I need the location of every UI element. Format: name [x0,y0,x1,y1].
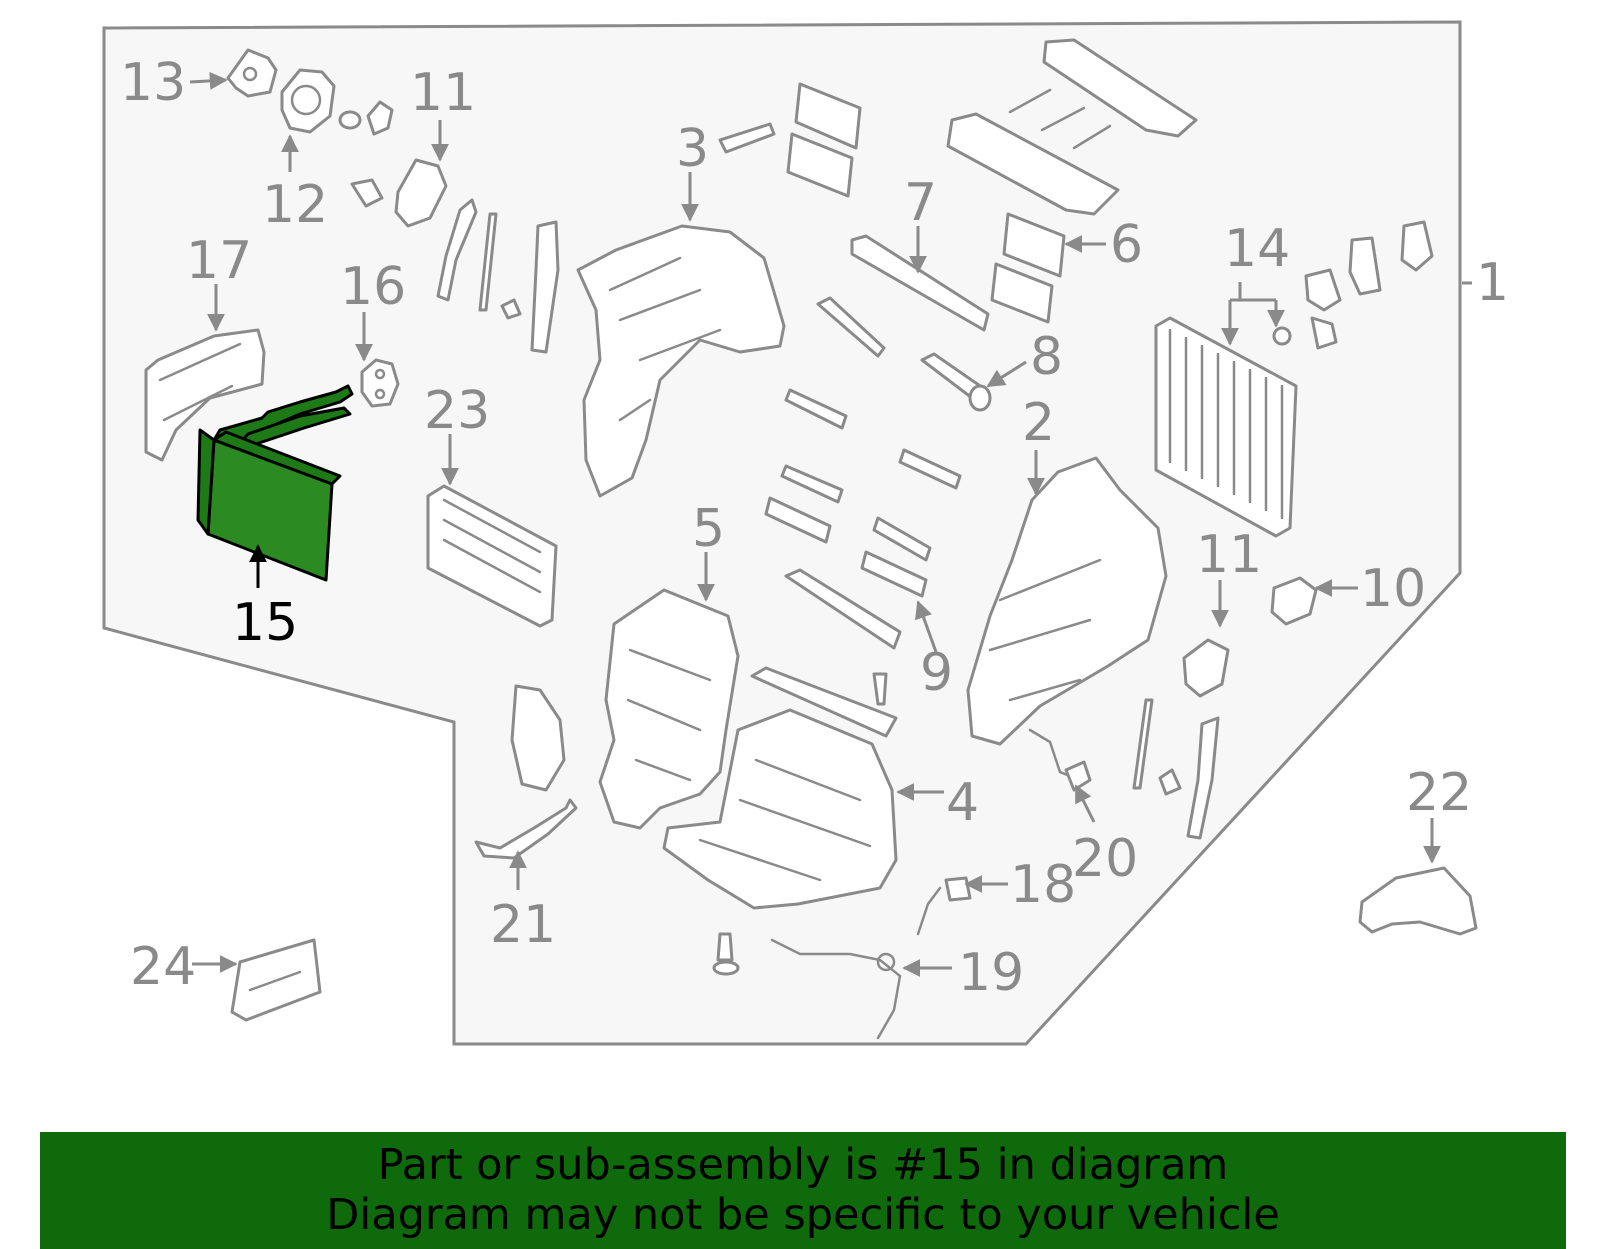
leader-arrows [189,71,1472,977]
part-16[interactable] [360,358,400,408]
callout-labels: 1 2 3 4 5 6 7 8 9 10 11 11 12 13 14 15 1… [120,53,1509,1003]
info-banner: Part or sub-assembly is #15 in diagram D… [40,1132,1566,1249]
part-23[interactable] [426,484,558,628]
doors-top [786,38,1198,216]
banner-line-2: Diagram may not be specific to your vehi… [326,1190,1280,1240]
part-22[interactable] [1358,866,1478,936]
callout-12: 12 [262,175,328,235]
part-8[interactable] [780,296,992,562]
callout-4: 4 [946,773,979,833]
part-6[interactable] [990,212,1066,324]
part-15-heater-core[interactable] [196,384,354,582]
part-2-case[interactable] [966,456,1168,746]
banner-line-1: Part or sub-assembly is #15 in diagram [377,1140,1229,1190]
part-5-case-lower[interactable] [598,588,740,830]
callout-19: 19 [958,943,1024,1003]
part-24[interactable] [230,938,322,1022]
callout-8: 8 [1030,327,1063,387]
callout-20: 20 [1072,829,1138,889]
part-3-case-upper[interactable] [576,122,786,498]
callout-15: 15 [232,593,298,653]
part-13[interactable] [226,48,278,98]
part-18[interactable] [916,876,972,936]
callout-1: 1 [1476,253,1509,313]
callout-17: 17 [186,231,252,291]
callout-6: 6 [1110,215,1143,275]
part-10[interactable] [1270,576,1318,626]
callout-9: 9 [920,643,953,703]
callout-18: 18 [1010,855,1076,915]
part-17[interactable] [144,328,266,462]
part-12[interactable] [280,68,394,136]
callout-14: 14 [1224,219,1290,279]
part-14-evaporator[interactable] [1154,316,1298,538]
callout-11-upper: 11 [410,63,476,123]
part-11-upper[interactable] [350,158,448,228]
callout-13: 13 [120,53,186,113]
part-20[interactable] [1028,728,1092,792]
callout-22: 22 [1406,763,1472,823]
screw [712,932,740,976]
callout-16: 16 [340,257,406,317]
callout-23: 23 [424,381,490,441]
callout-7: 7 [904,173,937,233]
callout-11-lower: 11 [1196,525,1262,585]
callout-3: 3 [676,119,709,179]
callout-5: 5 [692,499,725,559]
part-4-case[interactable] [662,708,898,910]
seals-14 [1272,220,1434,350]
linkage-lower [1132,698,1220,840]
part-7[interactable] [850,234,990,332]
part-11-lower[interactable] [1182,638,1230,698]
callout-24: 24 [130,937,196,997]
callout-2: 2 [1022,393,1055,453]
linkage-rods [436,198,560,354]
part-19[interactable] [770,938,902,1040]
part-9[interactable] [750,496,928,738]
callout-21: 21 [490,895,556,955]
callout-10: 10 [1360,559,1426,619]
part-21[interactable] [474,684,578,860]
